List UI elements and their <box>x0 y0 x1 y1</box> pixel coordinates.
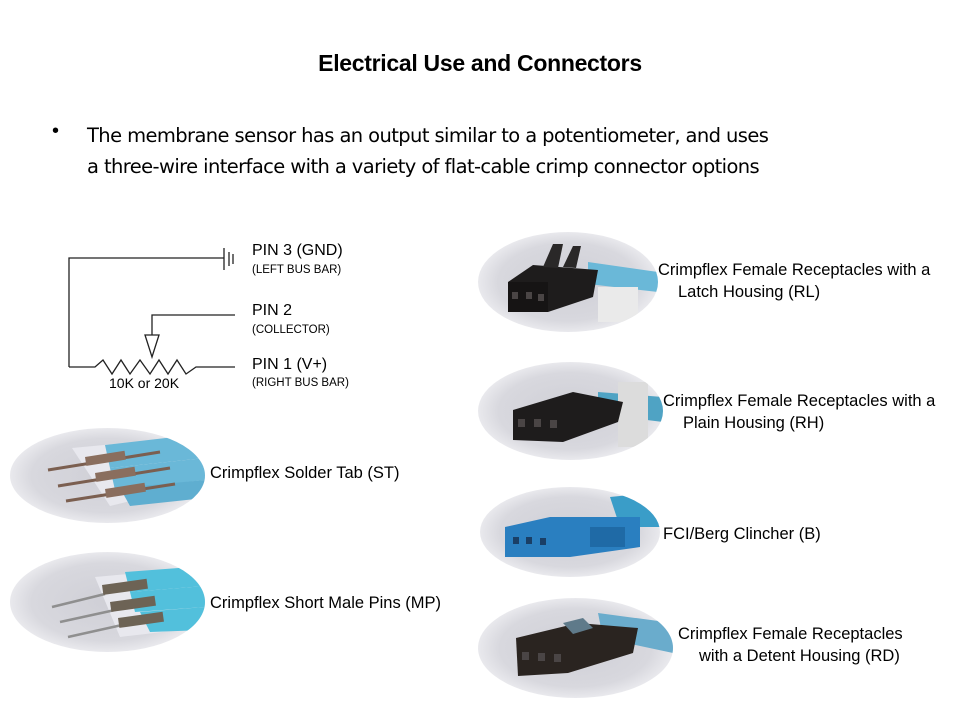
pin1-sub: (RIGHT BUS BAR) <box>252 377 349 389</box>
potentiometer-schematic: PIN 3 (GND) (LEFT BUS BAR) PIN 2 (COLLEC… <box>40 230 380 400</box>
connector-photo <box>478 598 673 698</box>
connector-label-line1: Crimpflex Female Receptacles with a <box>663 392 936 410</box>
detent-housing-image <box>516 613 673 676</box>
bullet-line-2: a three-wire interface with a variety of… <box>87 155 760 178</box>
connector-label-line1: Crimpflex Female Receptacles with a <box>658 261 931 279</box>
connector-label: Crimpflex Short Male Pins (MP) <box>210 592 441 614</box>
pin3-label: PIN 3 (GND) <box>252 242 343 259</box>
resistor-icon <box>69 358 235 376</box>
wiper-arrow-icon <box>144 334 160 360</box>
plain-housing-image <box>513 382 663 447</box>
pin2-label: PIN 2 <box>252 302 293 319</box>
connector-photo <box>10 552 205 652</box>
pin1-label: PIN 1 (V+) <box>252 356 328 373</box>
connector-photo <box>478 362 663 460</box>
connector-label-line1: Crimpflex Short Male Pins (MP) <box>210 594 442 612</box>
connector-label-line2: Latch Housing (RL) <box>678 283 821 301</box>
bullet-marker: • <box>52 120 60 142</box>
male-pins-image <box>51 566 205 639</box>
ground-wire <box>68 257 224 367</box>
pin2-sub: (COLLECTOR) <box>252 324 330 336</box>
connector-label-line2: Plain Housing (RH) <box>683 414 825 432</box>
pin3-sub: (LEFT BUS BAR) <box>252 264 342 276</box>
slide-title: Electrical Use and Connectors <box>318 50 642 76</box>
wiper-wire <box>151 314 235 335</box>
connector-photo <box>480 487 660 577</box>
connector-photo <box>478 232 658 332</box>
connector-label: Crimpflex Female Receptacles with a Latc… <box>658 259 930 303</box>
resistor-value-label: 10K or 20K <box>109 375 180 391</box>
connector-label-line1: Crimpflex Female Receptacles <box>678 625 903 643</box>
connector-label-line2: with a Detent Housing (RD) <box>699 647 900 665</box>
schematic-wiring <box>68 248 235 376</box>
latch-housing-image <box>508 244 658 322</box>
bullet-line-1: The membrane sensor has an output simila… <box>87 124 769 147</box>
connector-photo <box>10 428 205 523</box>
connector-label: FCI/Berg Clincher (B) <box>663 523 821 545</box>
connector-label: Crimpflex Female Receptacles with a Dete… <box>678 623 903 667</box>
connector-label-line1: FCI/Berg Clincher (B) <box>663 525 821 543</box>
bullet-text: The membrane sensor has an output simila… <box>87 120 907 182</box>
connector-label: Crimpflex Female Receptacles with a Plai… <box>663 390 935 434</box>
connector-label: Crimpflex Solder Tab (ST) <box>210 462 400 484</box>
connector-label-line1: Crimpflex Solder Tab (ST) <box>210 464 400 482</box>
solder-tab-image <box>47 434 205 506</box>
berg-clincher-image <box>505 492 660 557</box>
